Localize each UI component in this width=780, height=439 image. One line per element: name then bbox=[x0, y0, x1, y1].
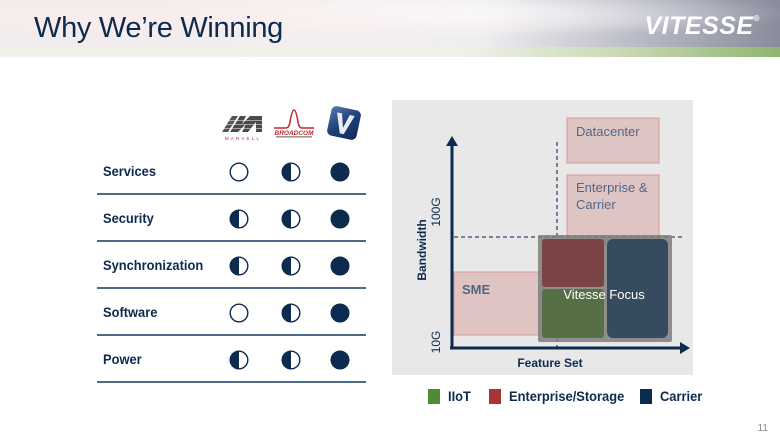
harvey-ball-half-icon bbox=[281, 350, 301, 370]
marvell-logo-text: MARVELL bbox=[225, 136, 261, 141]
broadcom-logo: BROADCOM bbox=[274, 109, 315, 138]
table-row: Software bbox=[97, 289, 366, 336]
harvey-ball-half-icon bbox=[281, 162, 301, 182]
table-row: Security bbox=[97, 195, 366, 242]
registered-mark: ® bbox=[753, 14, 760, 23]
brand-name: VITESSE bbox=[644, 12, 754, 40]
row-label: Services bbox=[103, 163, 157, 179]
focus-carrier-block bbox=[607, 239, 668, 338]
sme-segment-label: SME bbox=[462, 282, 491, 297]
y-tick-label-100g: 100G bbox=[429, 197, 443, 226]
harvey-ball-half-icon bbox=[281, 256, 301, 276]
legend-swatch-enterprise-storage bbox=[488, 388, 501, 404]
sme-segment-box bbox=[453, 271, 545, 336]
harvey-ball-full-icon bbox=[330, 303, 350, 323]
legend-label-iiot: IIoT bbox=[448, 388, 471, 404]
y-tick-label-10g: 10G bbox=[429, 331, 443, 354]
positioning-diagram-svg: Datacenter Enterprise & Carrier SME Vite… bbox=[415, 117, 690, 370]
harvey-ball-half-icon bbox=[229, 350, 249, 370]
market-positioning-diagram: Datacenter Enterprise & Carrier SME Vite… bbox=[392, 100, 693, 375]
marvell-logo: MARVELL bbox=[222, 116, 262, 141]
harvey-ball-full-icon bbox=[330, 350, 350, 370]
harvey-ball-half-icon bbox=[229, 209, 249, 229]
enterprise-carrier-segment-label-line1: Enterprise & bbox=[576, 180, 648, 195]
header-accent-strip bbox=[0, 47, 780, 57]
vitesse-logo bbox=[327, 106, 361, 140]
harvey-ball-empty-icon bbox=[229, 162, 249, 182]
harvey-ball-empty-icon bbox=[229, 303, 249, 323]
vitesse-brand-logo: VITESSE® bbox=[645, 12, 761, 41]
legend-item-enterprise-storage: Enterprise/Storage bbox=[488, 388, 634, 404]
datacenter-segment-box bbox=[566, 117, 660, 164]
row-label: Synchronization bbox=[103, 257, 204, 273]
legend-item-iiot: IIoT bbox=[428, 388, 473, 404]
harvey-ball-half-icon bbox=[281, 209, 301, 229]
harvey-ball-half-icon bbox=[281, 303, 301, 323]
broadcom-logo-text: BROADCOM bbox=[275, 130, 315, 137]
row-label: Security bbox=[103, 210, 154, 226]
header-background bbox=[0, 0, 780, 47]
focus-iiot-block bbox=[542, 289, 604, 338]
y-axis-title: Bandwidth bbox=[415, 219, 429, 280]
x-axis-title: Feature Set bbox=[517, 356, 582, 370]
harvey-ball-half-icon bbox=[229, 256, 249, 276]
legend-item-carrier: Carrier bbox=[640, 388, 706, 404]
x-axis-arrowhead bbox=[680, 342, 690, 354]
table-row: Synchronization bbox=[97, 242, 366, 289]
legend-label-carrier: Carrier bbox=[660, 388, 703, 404]
vendor-logos: MARVELL BROADCOM bbox=[220, 106, 370, 146]
y-axis-arrowhead bbox=[446, 136, 458, 146]
chart-legend: IIoT Enterprise/Storage Carrier bbox=[428, 386, 718, 406]
table-row: Power bbox=[97, 336, 366, 383]
harvey-ball-full-icon bbox=[330, 209, 350, 229]
page-number: 11 bbox=[757, 423, 768, 434]
enterprise-carrier-segment-label-line2: Carrier bbox=[576, 197, 616, 212]
harvey-ball-full-icon bbox=[330, 162, 350, 182]
vitesse-focus-label: Vitesse Focus bbox=[563, 287, 645, 302]
harvey-ball-full-icon bbox=[330, 256, 350, 276]
header-banner bbox=[0, 0, 780, 57]
page-title: Why We’re Winning bbox=[34, 12, 283, 44]
enterprise-carrier-segment-box bbox=[566, 174, 660, 246]
legend-label-enterprise-storage: Enterprise/Storage bbox=[508, 388, 625, 404]
table-row: Services bbox=[97, 148, 366, 195]
row-label: Software bbox=[103, 304, 158, 320]
legend-swatch-carrier bbox=[640, 388, 653, 404]
focus-enterprise-storage-block bbox=[542, 239, 604, 287]
legend-swatch-iiot bbox=[428, 388, 440, 404]
datacenter-segment-label: Datacenter bbox=[576, 124, 640, 139]
row-label: Power bbox=[103, 351, 142, 367]
